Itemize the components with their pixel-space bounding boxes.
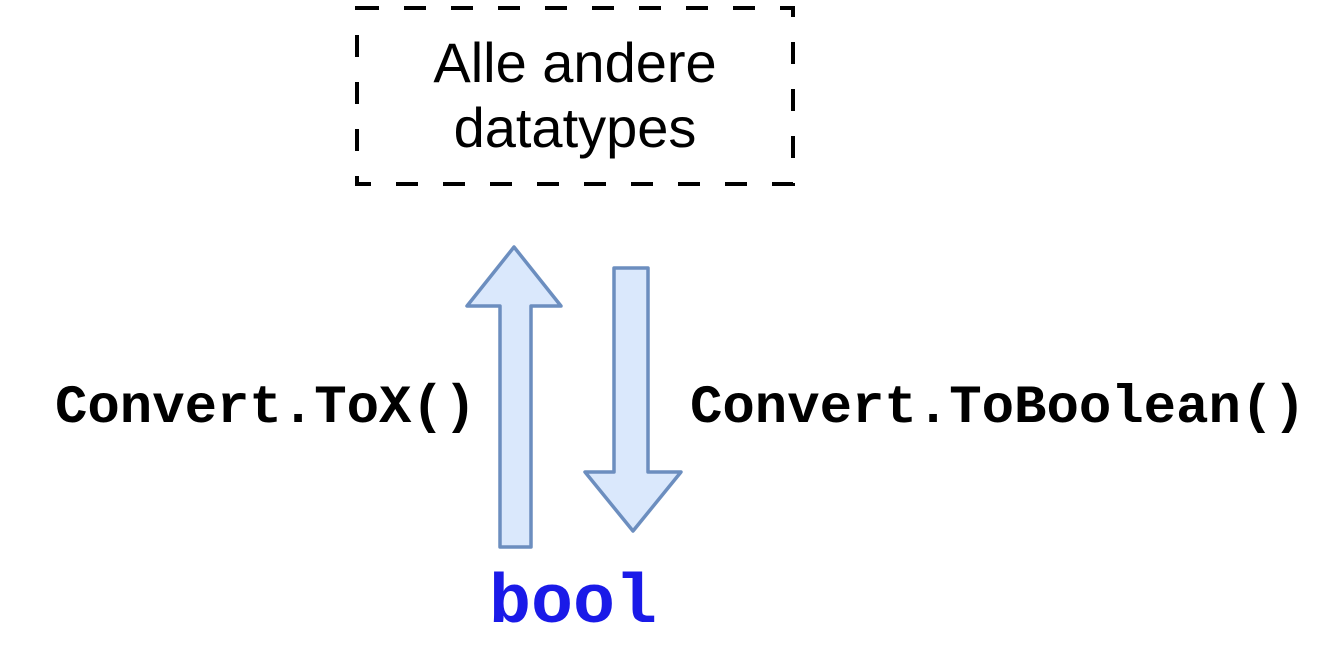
up-arrow-icon — [465, 245, 563, 549]
dashed-box-outline — [355, 6, 795, 186]
down-arrow-icon — [583, 266, 683, 533]
convert-tox-label: Convert.ToX() — [55, 378, 477, 439]
other-datatypes-box-line2: datatypes — [453, 96, 697, 159]
other-datatypes-box-line1: Alle andere — [433, 31, 717, 95]
convert-toboolean-label: Convert.ToBoolean() — [690, 378, 1306, 439]
other-datatypes-box: Alle andere datatypes — [357, 8, 793, 184]
bool-label: bool — [488, 565, 658, 644]
